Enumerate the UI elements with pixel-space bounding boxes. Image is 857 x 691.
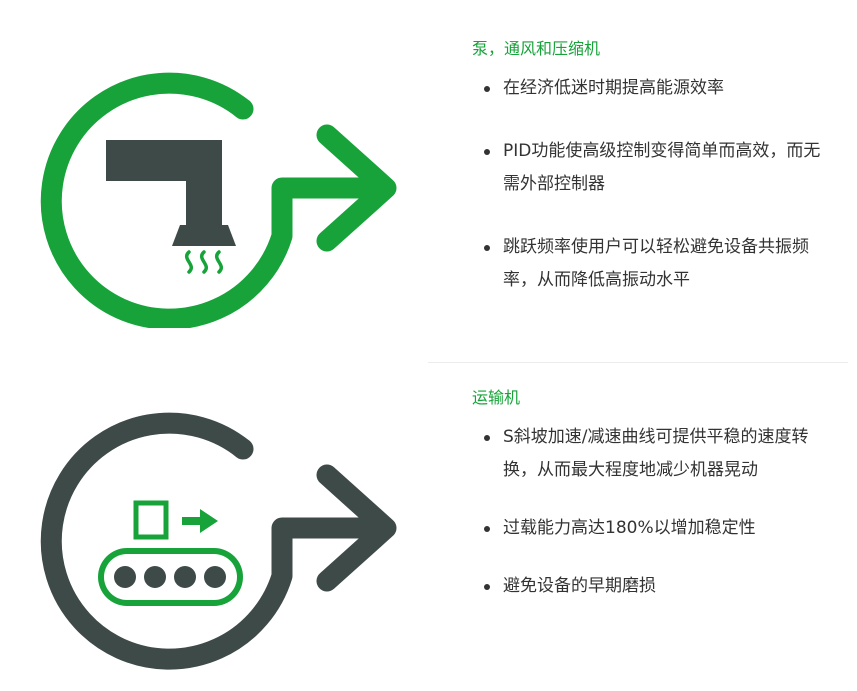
list-item: 跳跃频率使用户可以轻松避免设备共振频率，从而降低高振动水平 — [472, 231, 832, 297]
section-divider — [428, 362, 848, 363]
section-heading: 泵，通风和压缩机 — [472, 39, 601, 58]
list-item: 避免设备的早期磨损 — [472, 570, 832, 603]
section-heading: 运输机 — [472, 388, 521, 407]
section-text: 泵，通风和压缩机 在经济低迷时期提高能源效率 PID功能使高级控制变得简单而高效… — [472, 36, 832, 327]
application-section-pumps: 泵，通风和压缩机 在经济低迷时期提高能源效率 PID功能使高级控制变得简单而高效… — [40, 36, 832, 328]
conveyor-icon — [40, 412, 397, 670]
list-item: S斜坡加速/减速曲线可提供平稳的速度转换，从而最大程度地减少机器晃动 — [472, 421, 832, 487]
section-text: 运输机 S斜坡加速/减速曲线可提供平稳的速度转换，从而最大程度地减少机器晃动 过… — [472, 385, 832, 628]
list-item: PID功能使高级控制变得简单而高效，而无需外部控制器 — [472, 135, 832, 201]
application-section-conveyors: 运输机 S斜坡加速/减速曲线可提供平稳的速度转换，从而最大程度地减少机器晃动 过… — [0, 363, 857, 691]
list-item: 过载能力高达180%以增加稳定性 — [472, 512, 832, 545]
fan-pump-compressor-icon — [40, 72, 397, 328]
bullet-list: S斜坡加速/减速曲线可提供平稳的速度转换，从而最大程度地减少机器晃动 过载能力高… — [472, 421, 832, 603]
list-item: 在经济低迷时期提高能源效率 — [472, 72, 832, 105]
bullet-list: 在经济低迷时期提高能源效率 PID功能使高级控制变得简单而高效，而无需外部控制器… — [472, 72, 832, 297]
